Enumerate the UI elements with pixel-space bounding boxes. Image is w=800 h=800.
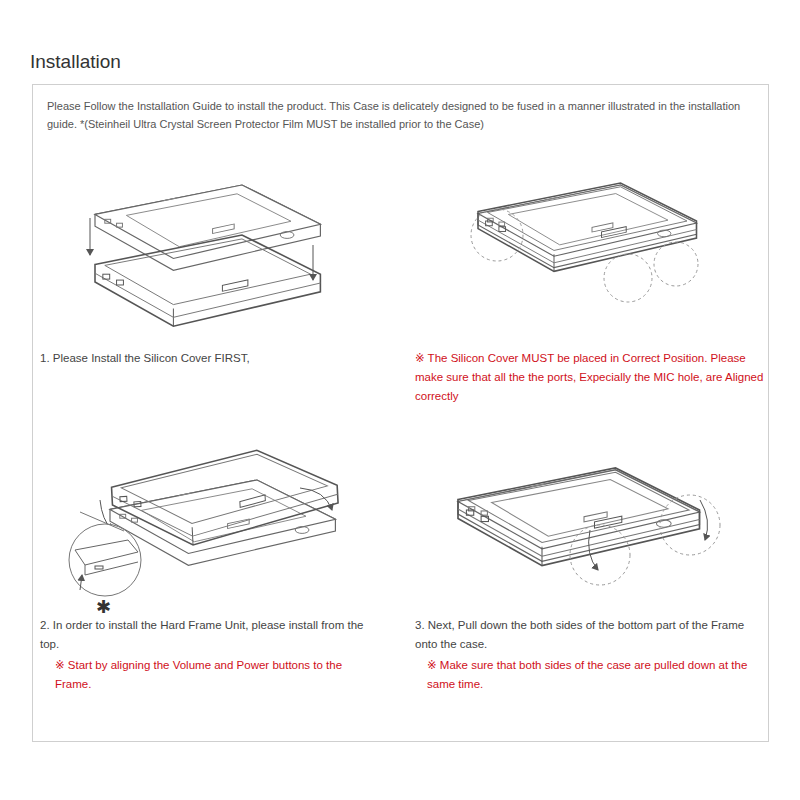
intro-text: Please Follow the Installation Guide to … bbox=[47, 97, 756, 133]
warning-note: ※ The Silicon Cover MUST be placed in Co… bbox=[415, 349, 765, 406]
guide-panel: Please Follow the Installation Guide to … bbox=[32, 84, 769, 742]
warning-note: ※ Start by aligning the Volume and Power… bbox=[55, 656, 375, 694]
step-text: 1. Please Install the Silicon Cover FIRS… bbox=[40, 349, 360, 368]
step-text: 3. Next, Pull down the both sides of the… bbox=[415, 616, 760, 654]
warning-note: ※ Make sure that both sides of the case … bbox=[427, 656, 762, 694]
callout-mark: ✱ bbox=[96, 596, 126, 618]
page-title: Installation bbox=[30, 51, 121, 73]
step-text: 2. In order to install the Hard Frame Un… bbox=[40, 616, 370, 654]
